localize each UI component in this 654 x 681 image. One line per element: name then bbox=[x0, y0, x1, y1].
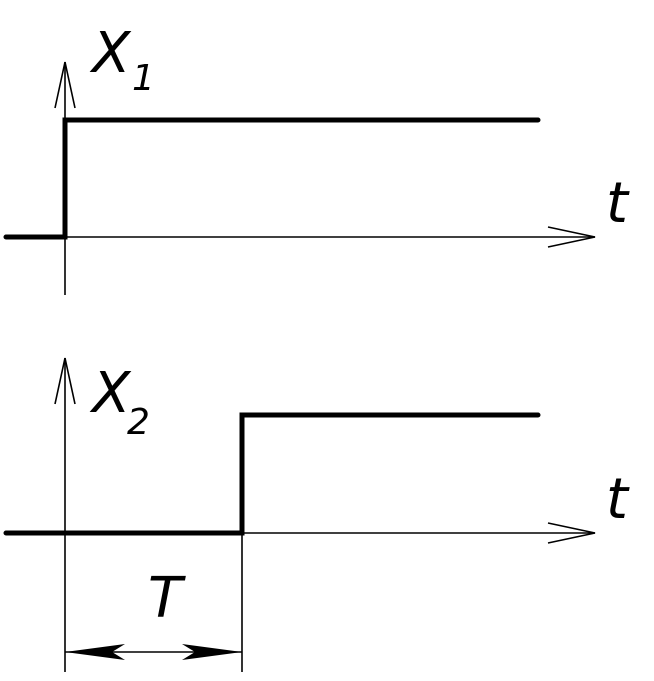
bottom-plot: X 2 t T bbox=[3, 357, 630, 672]
delay-arrow-left bbox=[65, 644, 125, 660]
bottom-x-axis-arrow bbox=[547, 522, 596, 544]
top-step-signal bbox=[3, 117, 541, 240]
top-axis-label: t bbox=[606, 171, 630, 236]
bottom-signal-label: X bbox=[89, 361, 132, 426]
top-signal-subscript: 1 bbox=[132, 58, 155, 99]
bottom-step-signal bbox=[3, 412, 541, 536]
bottom-y-axis-arrow bbox=[54, 357, 76, 405]
top-plot: X 1 t bbox=[3, 21, 630, 295]
bottom-signal-subscript: 2 bbox=[127, 402, 150, 443]
top-x-axis-arrow bbox=[547, 226, 596, 248]
top-y-axis-arrow bbox=[54, 61, 76, 109]
bottom-axis-label: t bbox=[606, 467, 630, 532]
delay-label: T bbox=[148, 566, 186, 631]
top-signal-label: X bbox=[89, 21, 132, 86]
delay-arrow-right bbox=[182, 644, 242, 660]
